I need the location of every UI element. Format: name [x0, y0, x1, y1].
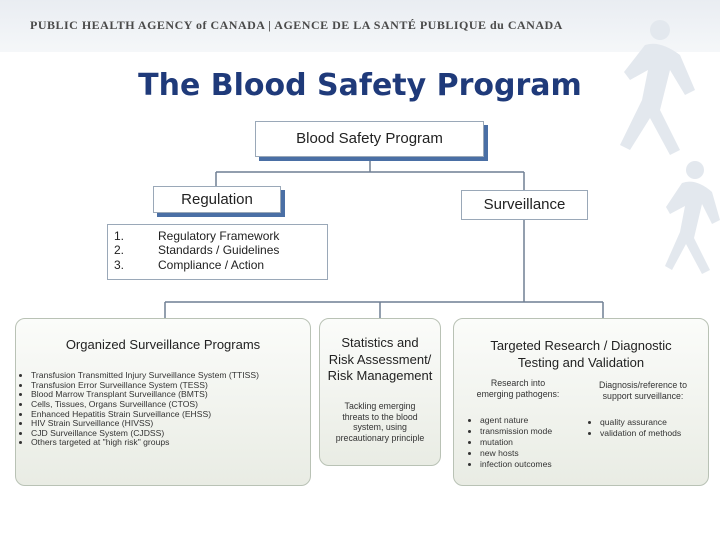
- list-item: Transfusion Transmitted Injury Surveilla…: [31, 370, 259, 381]
- list-item: CJD Surveillance System (CJDSS): [31, 428, 259, 439]
- list-item: infection outcomes: [480, 459, 552, 470]
- regulation-box: Regulation: [153, 186, 281, 213]
- organized-surveillance-panel: Organized Surveillance Programs Transfus…: [15, 318, 311, 486]
- list-item: HIV Strain Surveillance (HIVSS): [31, 418, 259, 429]
- organized-surveillance-list: Transfusion Transmitted Injury Surveilla…: [19, 370, 259, 448]
- diagnosis-list: quality assurance validation of methods: [588, 417, 681, 439]
- research-heading: Research into emerging pathogens:: [476, 378, 560, 399]
- targeted-research-title: Targeted Research / Diagnostic Testing a…: [490, 338, 672, 370]
- list-item: mutation: [480, 437, 552, 448]
- regulation-label: Regulation: [181, 191, 253, 208]
- regulation-item: 2.Standards / Guidelines: [114, 243, 280, 258]
- targeted-research-panel: Targeted Research / Diagnostic Testing a…: [453, 318, 709, 486]
- list-item: validation of methods: [600, 428, 681, 439]
- blood-safety-program-label: Blood Safety Program: [296, 130, 443, 147]
- regulation-list-box: 1.Regulatory Framework 2.Standards / Gui…: [107, 224, 328, 280]
- list-item: quality assurance: [600, 417, 681, 428]
- surveillance-box: Surveillance: [461, 190, 588, 220]
- list-item: Blood Marrow Transplant Surveillance (BM…: [31, 390, 259, 400]
- list-item: Transfusion Error Surveillance System (T…: [31, 380, 259, 391]
- slide-title: The Blood Safety Program: [138, 68, 582, 103]
- regulation-list: 1.Regulatory Framework 2.Standards / Gui…: [108, 229, 327, 272]
- statistics-risk-panel: Statistics and Risk Assessment/ Risk Man…: [319, 318, 441, 466]
- list-item: Enhanced Hepatitis Strain Surveillance (…: [31, 409, 259, 420]
- list-item: Others targeted at "high risk" groups: [31, 438, 259, 448]
- list-item: agent nature: [480, 415, 552, 426]
- list-item: transmission mode: [480, 426, 552, 437]
- diagnosis-heading: Diagnosis/reference to support surveilla…: [598, 380, 688, 401]
- decorative-figures-icon: [620, 20, 720, 274]
- statistics-risk-title: Statistics and Risk Assessment/ Risk Man…: [327, 335, 433, 384]
- list-item: new hosts: [480, 448, 552, 459]
- list-item: Cells, Tissues, Organs Surveillance (CTO…: [31, 399, 259, 410]
- surveillance-label: Surveillance: [483, 196, 566, 213]
- regulation-item: 3.Compliance / Action: [114, 257, 265, 272]
- blood-safety-program-box: Blood Safety Program: [255, 121, 484, 157]
- agency-wordmark: PUBLIC HEALTH AGENCY of CANADA | AGENCE …: [30, 18, 563, 32]
- research-list: agent nature transmission mode mutation …: [468, 415, 552, 470]
- organized-surveillance-title: Organized Surveillance Programs: [65, 337, 261, 352]
- regulation-item: 1.Regulatory Framework: [114, 229, 280, 243]
- statistics-risk-note: Tackling emerging threats to the blood s…: [335, 401, 425, 443]
- header-band: [0, 0, 720, 52]
